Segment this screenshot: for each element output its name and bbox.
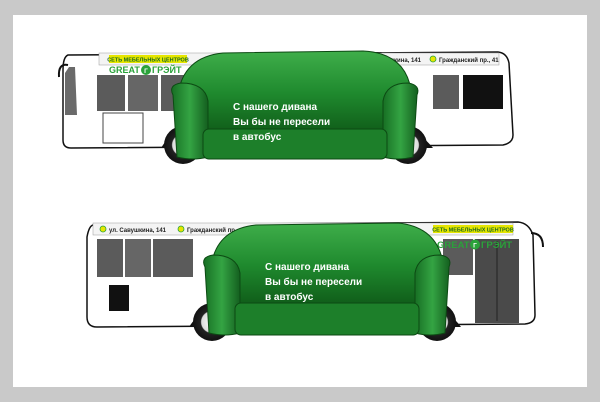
address: ул. Савушкина, 141 (109, 228, 167, 234)
sofa-graphic (203, 222, 451, 336)
bus-top: СЕТЬ МЕБЕЛЬНЫХ ЦЕНТРОВ GREAT Г ГРЭЙТ ул.… (57, 50, 514, 164)
window (97, 75, 125, 111)
address: Гражданский пр., 41 (187, 227, 247, 234)
slogan-line: С нашего дивана (265, 262, 350, 273)
network-label: СЕТЬ МЕБЕЛЬНЫХ ЦЕНТРОВ (432, 228, 514, 234)
brand-mark-icon (470, 239, 480, 250)
brand-logo-cyrillic: ГРЭЙТ (481, 239, 512, 251)
mirror-icon (530, 232, 544, 248)
network-label-bg (433, 225, 513, 233)
address-bullet-icon (177, 225, 185, 233)
rear-window (463, 75, 503, 109)
window (97, 239, 123, 277)
slogan-line: в автобус (233, 131, 282, 143)
windshield (65, 67, 77, 115)
brand-mark: Г (144, 68, 148, 75)
window (153, 239, 193, 277)
slogan-line: С нашего дивана (233, 102, 318, 113)
address-bullet-icon (429, 55, 437, 63)
brand-logo-cyrillic: ГРЭЙТ (152, 64, 182, 75)
slogan-line: в автобус (265, 291, 314, 303)
door (102, 112, 144, 144)
window (433, 75, 459, 109)
window (128, 75, 158, 111)
brand-logo: GREAT (109, 65, 140, 75)
ad-sheet: СЕТЬ МЕБЕЛЬНЫХ ЦЕНТРОВ GREAT Г ГРЭЙТ ул.… (13, 15, 587, 387)
brand-mark: Г (473, 243, 477, 250)
network-label: СЕТЬ МЕБЕЛЬНЫХ ЦЕНТРОВ (107, 58, 189, 64)
address: Гражданский пр., 41 (439, 57, 499, 64)
mirror-icon (57, 63, 69, 78)
bus-bottom: ул. Савушкина, 141 Гражданский пр., 41 С… (86, 221, 544, 341)
sofa-graphic (171, 50, 419, 160)
slogan-line: Вы бы не пересели (233, 116, 330, 128)
bus-ad-artwork: СЕТЬ МЕБЕЛЬНЫХ ЦЕНТРОВ GREAT Г ГРЭЙТ ул.… (57, 50, 544, 341)
brand-mark-icon (141, 65, 151, 75)
address-bullet-icon (99, 225, 107, 233)
network-label-bg (109, 55, 187, 63)
window (125, 239, 151, 277)
rear-panel (109, 285, 129, 311)
slogan-line: Вы бы не пересели (265, 276, 362, 288)
brand-logo: GREAT (437, 240, 470, 251)
